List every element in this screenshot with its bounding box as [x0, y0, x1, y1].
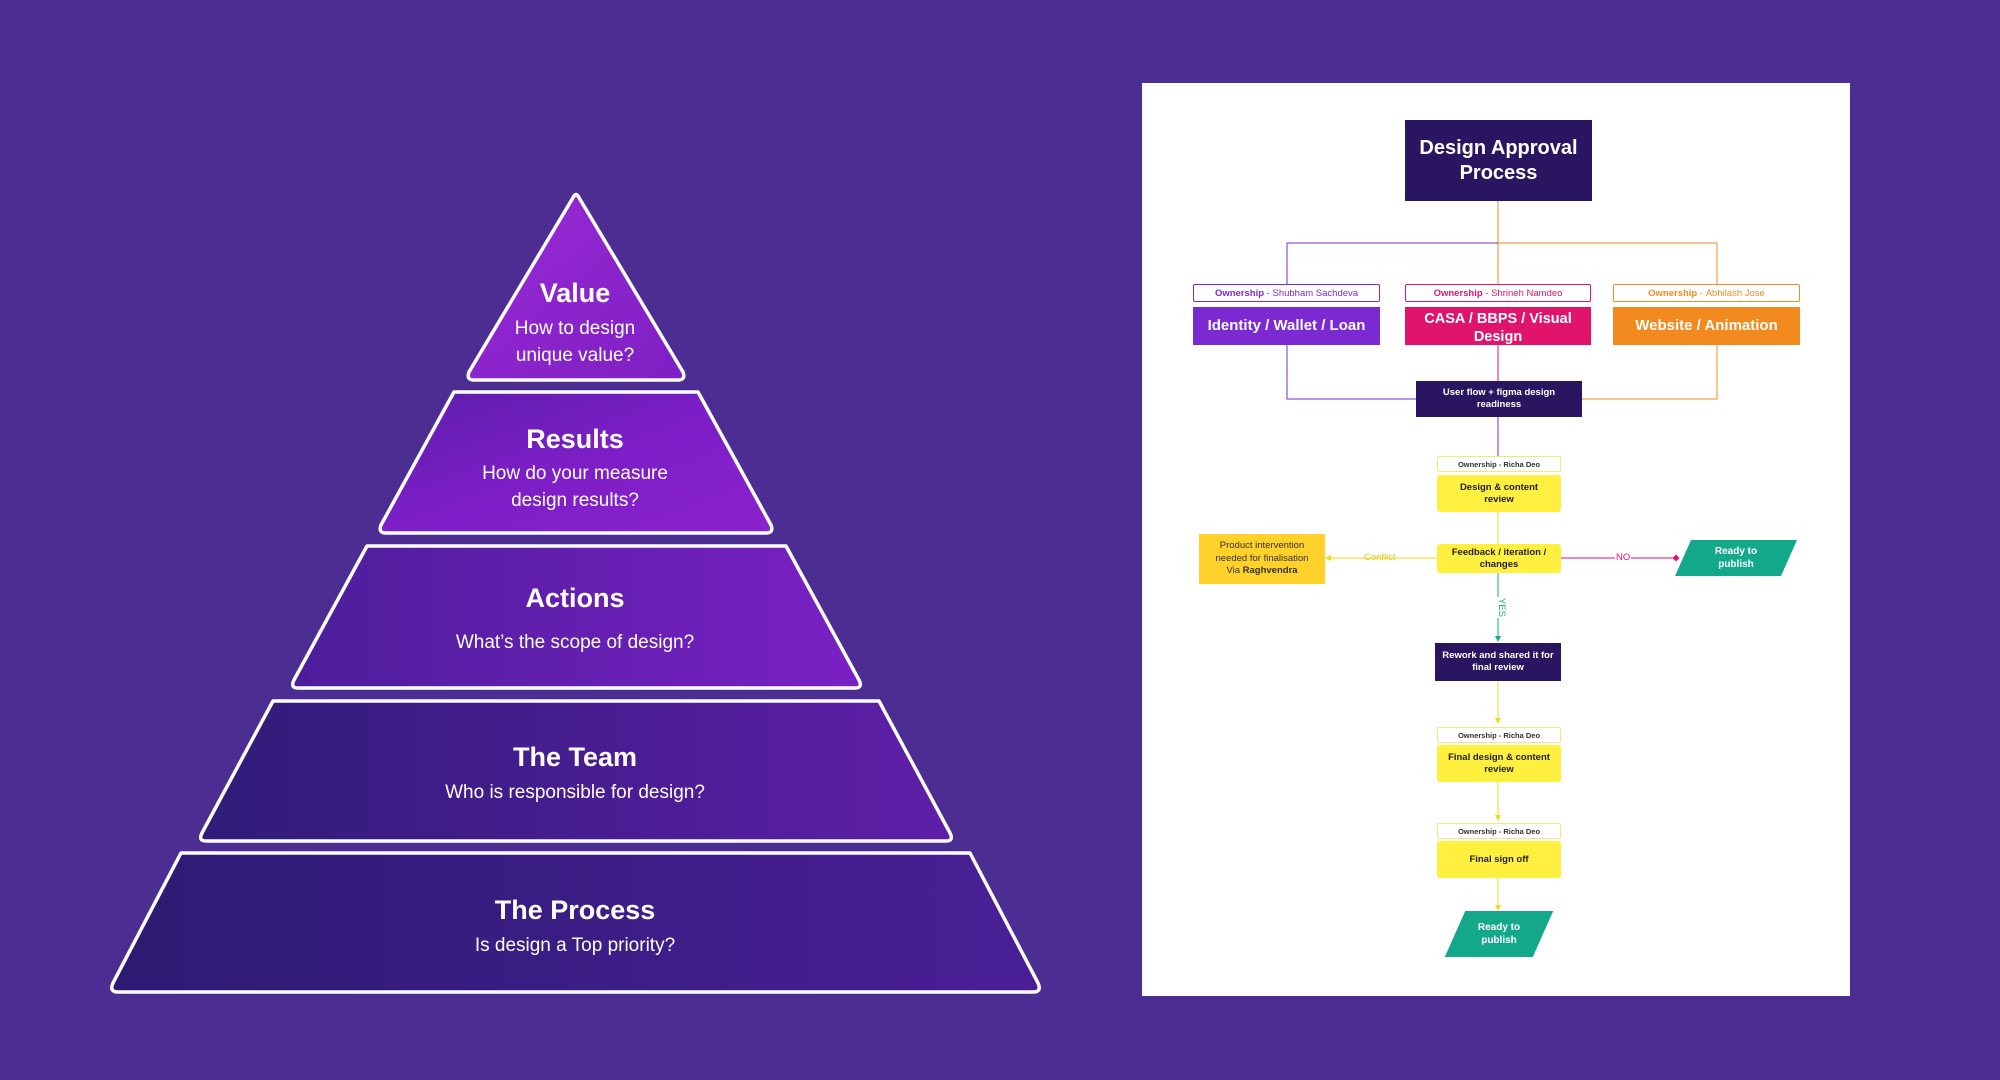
pyramid-tier-results	[378, 390, 774, 535]
tier-title: Actions	[525, 583, 624, 613]
flow-title-line2: Process	[1459, 161, 1538, 184]
pyramid-tier-team	[198, 699, 954, 843]
yes-label: YES	[1496, 596, 1508, 619]
signoff-owner-label: Ownership - Richa Deo	[1437, 823, 1561, 839]
ready-to-publish-final: Ready to publish	[1455, 911, 1543, 957]
product-line3: Via Raghvendra	[1226, 565, 1297, 577]
product-line1: Product intervention	[1219, 540, 1305, 552]
owner-name: Abhilash Jose	[1705, 287, 1765, 299]
signoff-box: Final sign off	[1437, 841, 1561, 878]
pyramid-tier-process	[110, 851, 1041, 994]
owner-prefix: Ownership	[1214, 287, 1265, 299]
no-label: NO	[1615, 552, 1632, 563]
tier-title: Results	[526, 424, 624, 454]
product-line2: needed for finalisation	[1215, 552, 1309, 564]
tier-title: The Process	[495, 895, 656, 925]
pyramid-tier-value	[466, 192, 686, 382]
tier-title: The Team	[513, 742, 637, 772]
tier-subtitle: Who is responsible for design?	[445, 782, 705, 803]
review-owner-label: Ownership - Richa Deo	[1437, 456, 1561, 472]
product-intervention-box: Product intervention needed for finalisa…	[1199, 534, 1325, 584]
product-name: Raghvendra	[1242, 565, 1298, 577]
review-box: Design & content review	[1437, 475, 1561, 512]
owner-label-casa: Ownership - Shrineh Namdeo	[1405, 284, 1591, 302]
tier-subtitle: Is design a Top priority?	[475, 935, 675, 956]
final-review-box: Final design & content review	[1437, 745, 1561, 782]
ready-to-publish-final-label: Ready to publish	[1477, 922, 1521, 946]
stream-identity: Identity / Wallet / Loan	[1193, 307, 1380, 345]
tier-subtitle: design results?	[511, 490, 639, 511]
ready-to-publish-label: Ready to publish	[1714, 546, 1758, 570]
product-via: Via	[1226, 565, 1240, 577]
tier-title: Value	[540, 278, 611, 308]
conflict-label: Conflict	[1364, 552, 1396, 563]
tier-subtitle: What’s the scope of design?	[456, 632, 694, 653]
flow-title-line1: Design Approval	[1419, 136, 1578, 159]
owner-prefix: Ownership	[1433, 287, 1483, 299]
owner-prefix: Ownership	[1648, 287, 1698, 299]
design-pyramid: Value How to design unique value? Result…	[110, 192, 1041, 994]
owner-label-identity: Ownership - Shubham Sachdeva	[1193, 284, 1380, 302]
stream-casa: CASA / BBPS / Visual Design	[1405, 307, 1591, 345]
stream-website: Website / Animation	[1613, 307, 1800, 345]
tier-subtitle: unique value?	[516, 345, 634, 366]
owner-label-website: Ownership - Abhilash Jose	[1613, 284, 1800, 302]
flow-title: Design Approval Process	[1405, 120, 1592, 201]
owner-name: Shrineh Namdeo	[1491, 287, 1563, 299]
pyramid-tier-actions	[290, 544, 863, 690]
design-approval-flowchart: Design Approval Process Ownership - Shub…	[1142, 83, 1850, 996]
owner-name: Shubham Sachdeva	[1272, 287, 1359, 299]
feedback-box: Feedback / iteration / changes	[1437, 544, 1561, 573]
rework-box: Rework and shared it for final review	[1435, 643, 1561, 681]
ready-to-publish-no: Ready to publish	[1683, 540, 1789, 576]
readiness-box: User flow + figma design readiness	[1416, 381, 1582, 417]
tier-subtitle: How do your measure	[482, 463, 668, 484]
tier-subtitle: How to design	[515, 318, 635, 339]
final-review-owner-label: Ownership - Richa Deo	[1437, 727, 1561, 743]
